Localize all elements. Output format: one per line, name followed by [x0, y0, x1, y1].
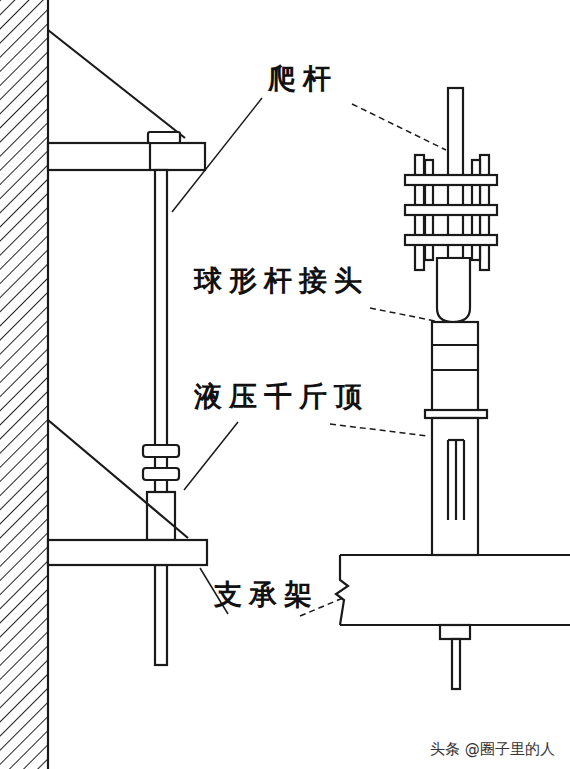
part-label: 液压千斤顶	[194, 380, 369, 414]
left-climbing-rod	[143, 170, 179, 665]
part-label: 爬杆	[268, 62, 338, 96]
watermark: 头条 @圈子里的人	[430, 740, 555, 758]
right-assembly	[405, 88, 497, 555]
lower-bracket	[48, 420, 207, 565]
leader-lines	[172, 98, 446, 616]
part-label: 支承架	[214, 578, 319, 612]
part-label: 球形杆接头	[194, 264, 369, 298]
wall-hatch	[0, 0, 47, 769]
top-bracket	[48, 30, 205, 170]
wall-face	[47, 0, 49, 769]
floor-slab	[336, 555, 570, 689]
